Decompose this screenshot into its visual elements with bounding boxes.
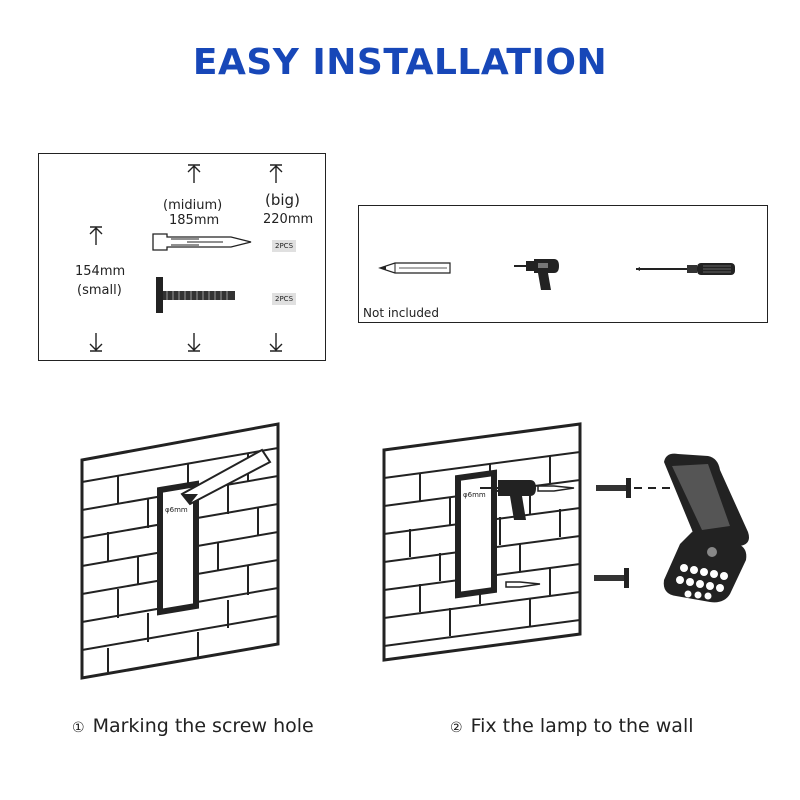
medium-label: (midium) <box>163 198 223 213</box>
big-label: (big) <box>265 191 300 209</box>
step1-hole-diameter: φ6mm <box>165 506 188 514</box>
arrow-down-big-icon <box>269 333 283 352</box>
arrow-down-medium-icon <box>187 333 201 352</box>
step2-hole-diameter: φ6mm <box>463 491 486 499</box>
parts-box: 154mm (small) (midium) 185mm (big) 220mm… <box>38 153 326 361</box>
arrow-up-big-icon <box>269 164 283 183</box>
small-size-label: 154mm <box>75 264 126 279</box>
tools-box: Not included <box>358 205 768 323</box>
small-label: (small) <box>77 283 122 298</box>
wall-anchor-icon <box>152 233 252 251</box>
step2-caption: ② Fix the lamp to the wall <box>450 715 694 737</box>
step1-text: Marking the screw hole <box>92 715 314 737</box>
arrow-up-medium-icon <box>187 164 201 183</box>
step2-wall-illustration: φ6mm <box>382 422 582 662</box>
pencil-icon <box>378 262 451 274</box>
step1-caption: ① Marking the screw hole <box>72 715 314 737</box>
screwdriver-icon <box>636 263 735 275</box>
not-included-note: Not included <box>363 306 439 320</box>
screw-qty-badge: 2PCS <box>272 293 297 305</box>
arrow-up-small-icon <box>89 226 103 245</box>
drill-icon <box>514 259 559 290</box>
arrow-down-small-icon <box>89 333 103 352</box>
step1-wall-illustration: φ6mm <box>80 422 280 680</box>
big-size-label: 220mm <box>263 212 314 227</box>
step2-number: ② <box>450 720 463 736</box>
step2-text: Fix the lamp to the wall <box>470 715 694 737</box>
screw-icon <box>156 277 235 313</box>
screws-and-lamp-illustration <box>594 453 749 603</box>
medium-size-label: 185mm <box>169 213 220 228</box>
page-title: EASY INSTALLATION <box>192 42 608 83</box>
anchor-qty-badge: 2PCS <box>272 240 297 252</box>
step1-number: ① <box>72 720 85 736</box>
